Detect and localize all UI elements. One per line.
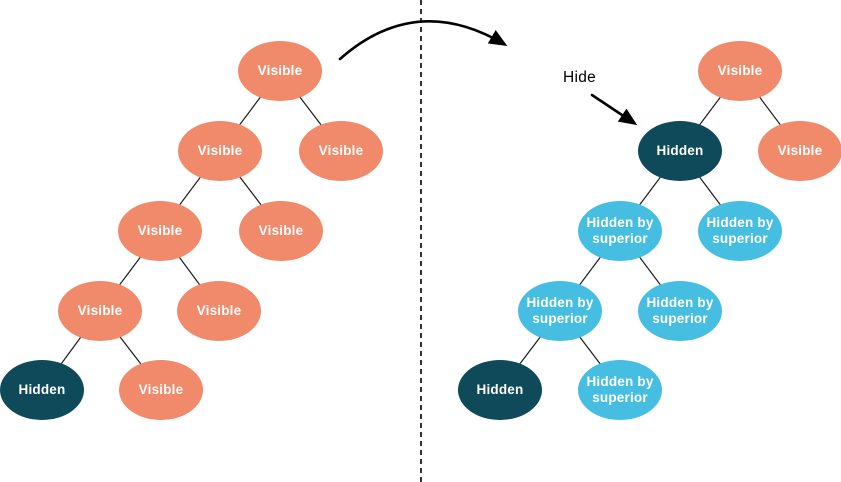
tree-node-label: Hidden by superior xyxy=(526,294,594,326)
tree-node-visible: Visible xyxy=(238,41,322,101)
hide-arrow xyxy=(590,93,638,126)
tree-node-visible: Visible xyxy=(118,201,202,261)
tree-node-label: Hidden by superior xyxy=(706,214,774,246)
tree-node-hidden: Hidden xyxy=(0,360,84,420)
tree-node-label: Visible xyxy=(777,142,823,158)
tree-node-label: Visible xyxy=(318,142,364,158)
tree-node-visible: Visible xyxy=(698,41,782,101)
tree-node-label: Visible xyxy=(257,62,303,78)
tree-node-label: Visible xyxy=(138,381,184,397)
tree-node-hidden: Hidden xyxy=(638,121,722,181)
tree-node-label: Visible xyxy=(258,222,304,238)
tree-node-label: Hidden by superior xyxy=(646,294,714,326)
tree-node-hidden-by-superior: Hidden by superior xyxy=(578,201,662,261)
tree-node-hidden-by-superior: Hidden by superior xyxy=(578,360,662,420)
tree-node-label: Visible xyxy=(717,62,763,78)
hide-annotation-label: Hide xyxy=(563,69,597,86)
tree-node-label: Hidden by superior xyxy=(586,373,654,405)
tree-node-hidden-by-superior: Hidden by superior xyxy=(698,201,782,261)
tree-node-visible: Visible xyxy=(119,360,203,420)
tree-node-visible: Visible xyxy=(758,121,841,181)
tree-node-visible: Visible xyxy=(178,121,262,181)
tree-node-hidden: Hidden xyxy=(458,360,542,420)
tree-node-hidden-by-superior: Hidden by superior xyxy=(518,281,602,341)
tree-node-visible: Visible xyxy=(177,281,261,341)
tree-node-visible: Visible xyxy=(239,201,323,261)
tree-node-label: Hidden xyxy=(656,142,704,158)
tree-node-visible: Visible xyxy=(58,281,142,341)
tree-node-label: Hidden xyxy=(476,381,524,397)
tree-node-label: Visible xyxy=(77,302,123,318)
transform-arrow xyxy=(338,19,508,61)
tree-node-label: Visible xyxy=(137,222,183,238)
tree-node-label: Visible xyxy=(197,142,243,158)
tree-node-visible: Visible xyxy=(299,121,383,181)
tree-node-label: Hidden by superior xyxy=(586,214,654,246)
tree-node-hidden-by-superior: Hidden by superior xyxy=(638,281,722,341)
tree-node-label: Visible xyxy=(196,302,242,318)
tree-node-label: Hidden xyxy=(18,381,66,397)
